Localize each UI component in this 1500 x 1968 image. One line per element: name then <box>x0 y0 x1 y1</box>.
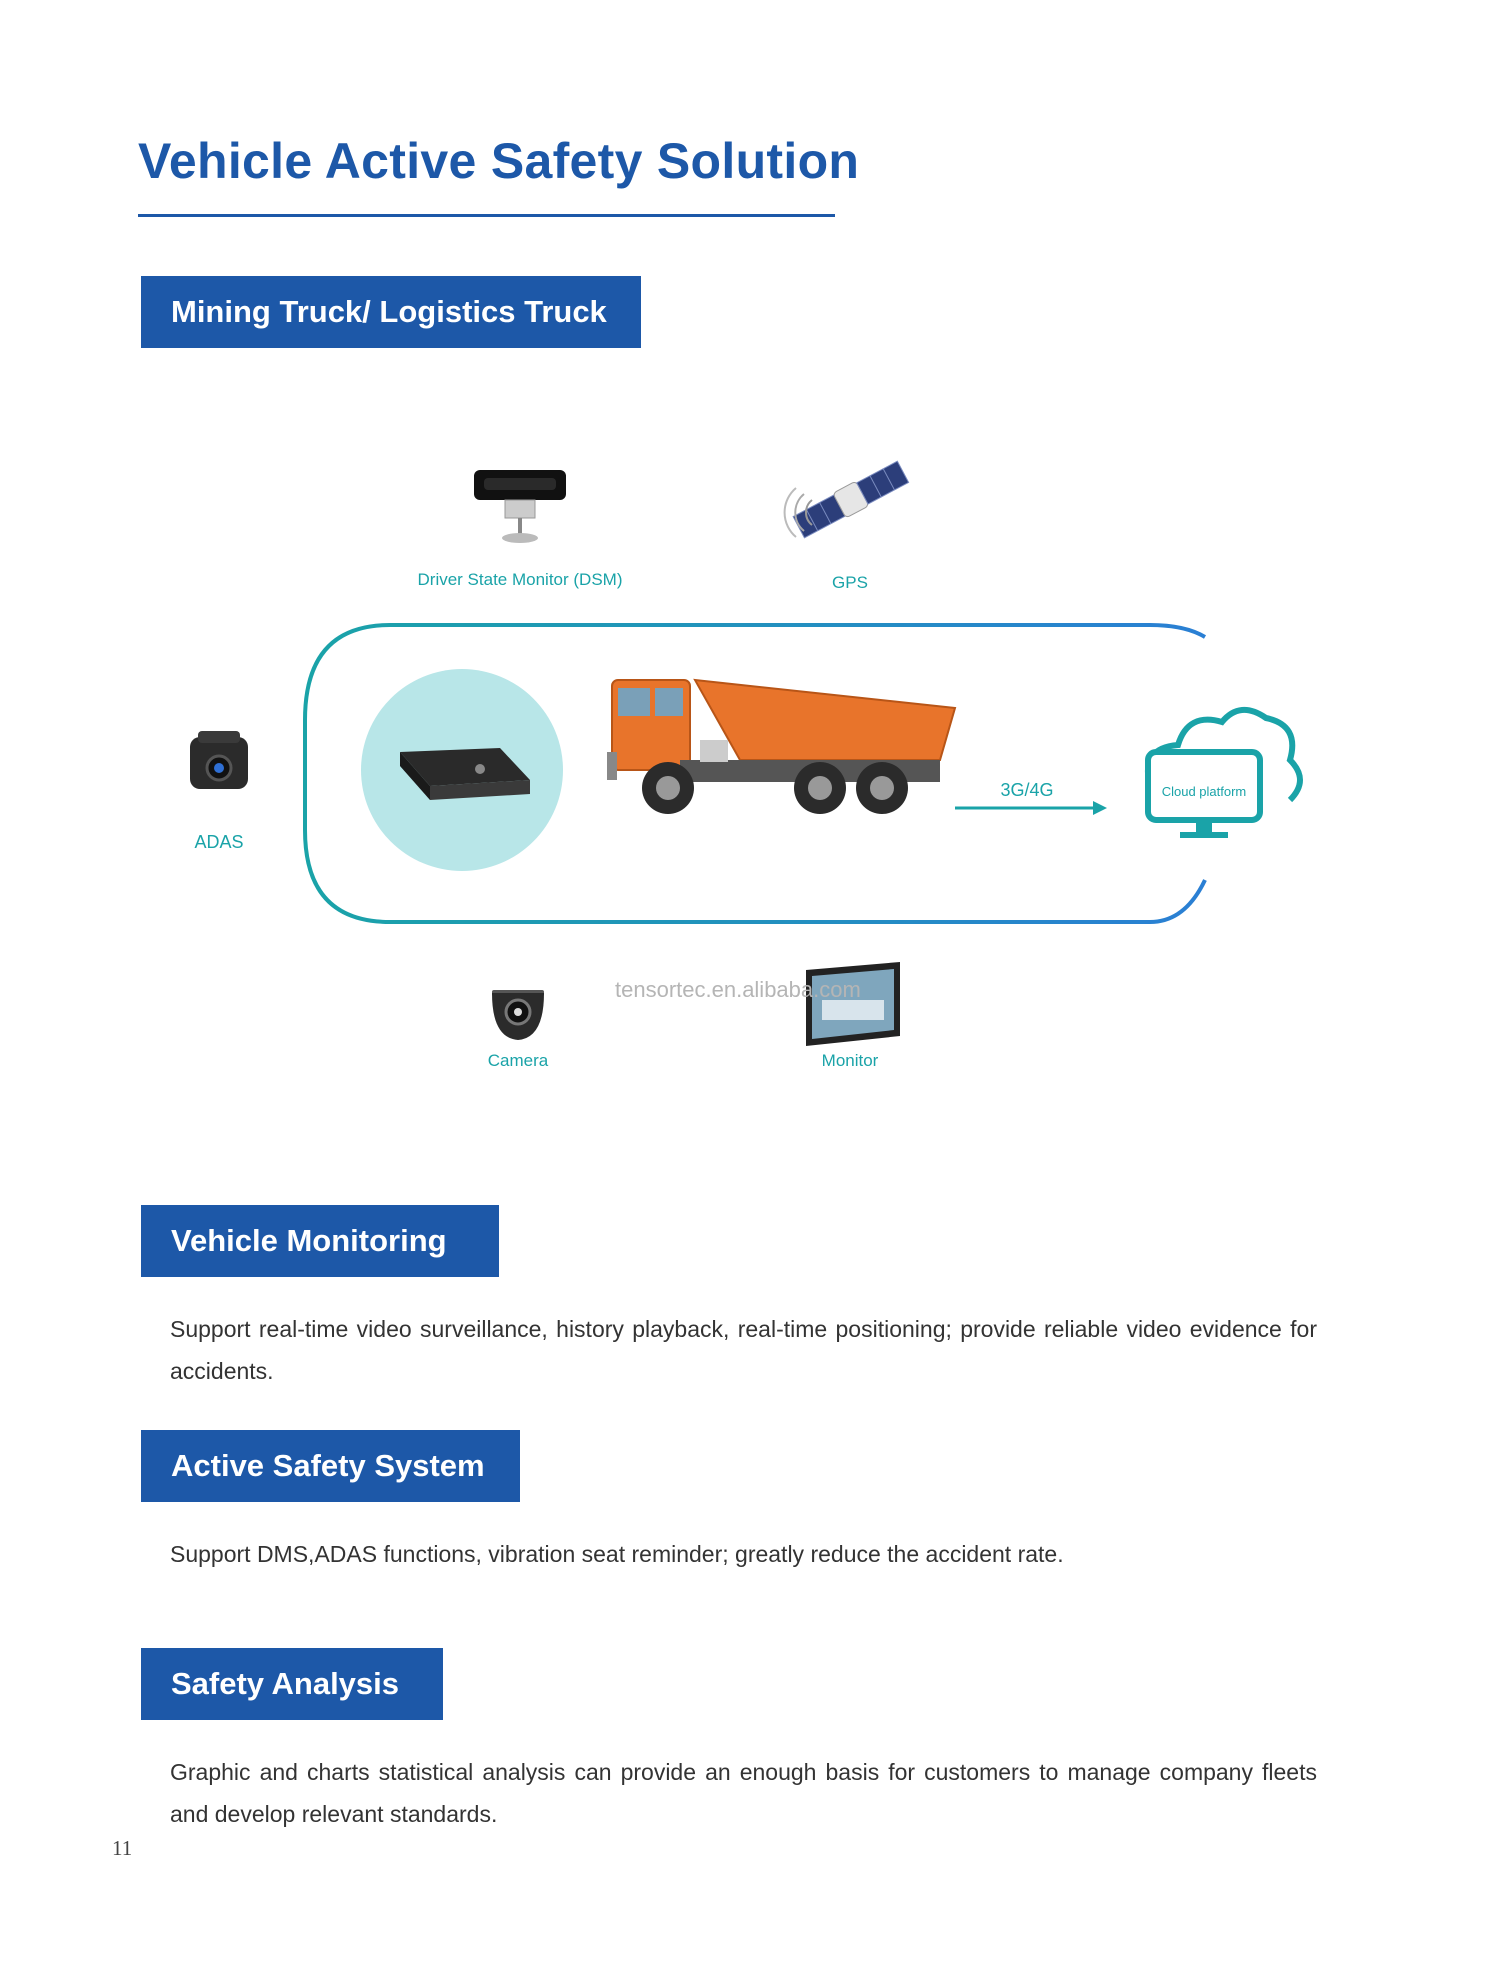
adas-label: ADAS <box>194 832 243 852</box>
camera-label: Camera <box>488 1051 549 1070</box>
section-text-vehicle-monitoring: Support real-time video surveillance, hi… <box>170 1316 1317 1384</box>
adas-camera-icon <box>190 731 248 789</box>
gps-label: GPS <box>832 573 868 592</box>
section-text-active-safety-system: Support DMS,ADAS functions, vibration se… <box>170 1541 1064 1567</box>
truck-icon <box>607 678 957 814</box>
page-number: 11 <box>112 1836 133 1860</box>
cloud-platform-label: Cloud platform <box>1162 784 1247 799</box>
section-heading-vehicle-monitoring: Vehicle Monitoring <box>141 1205 499 1277</box>
arrow-right-icon <box>955 801 1107 815</box>
system-diagram: Driver State Monitor (DSM) GPS ADAS <box>190 460 1303 1070</box>
cloud-platform-icon <box>1144 707 1303 838</box>
network-label: 3G/4G <box>1000 780 1053 800</box>
watermark: tensortec.en.alibaba.com <box>615 977 861 1002</box>
dsm-label: Driver State Monitor (DSM) <box>418 570 623 589</box>
dvr-device-icon <box>400 748 530 800</box>
system-loop-frame <box>303 623 1207 924</box>
diagram-heading: Mining Truck/ Logistics Truck <box>141 276 641 348</box>
monitor-label: Monitor <box>822 1051 879 1070</box>
section-heading-safety-analysis: Safety Analysis <box>141 1648 443 1720</box>
dome-camera-icon <box>492 990 544 1040</box>
title-underline <box>138 214 835 217</box>
monitor-icon <box>806 962 900 1046</box>
section-heading-active-safety-system: Active Safety System <box>141 1430 520 1502</box>
gps-satellite-icon <box>783 460 910 539</box>
page-title: Vehicle Active Safety Solution <box>138 133 860 189</box>
dsm-device-icon <box>474 470 566 543</box>
section-text-safety-analysis: Graphic and charts statistical analysis … <box>170 1759 1317 1827</box>
